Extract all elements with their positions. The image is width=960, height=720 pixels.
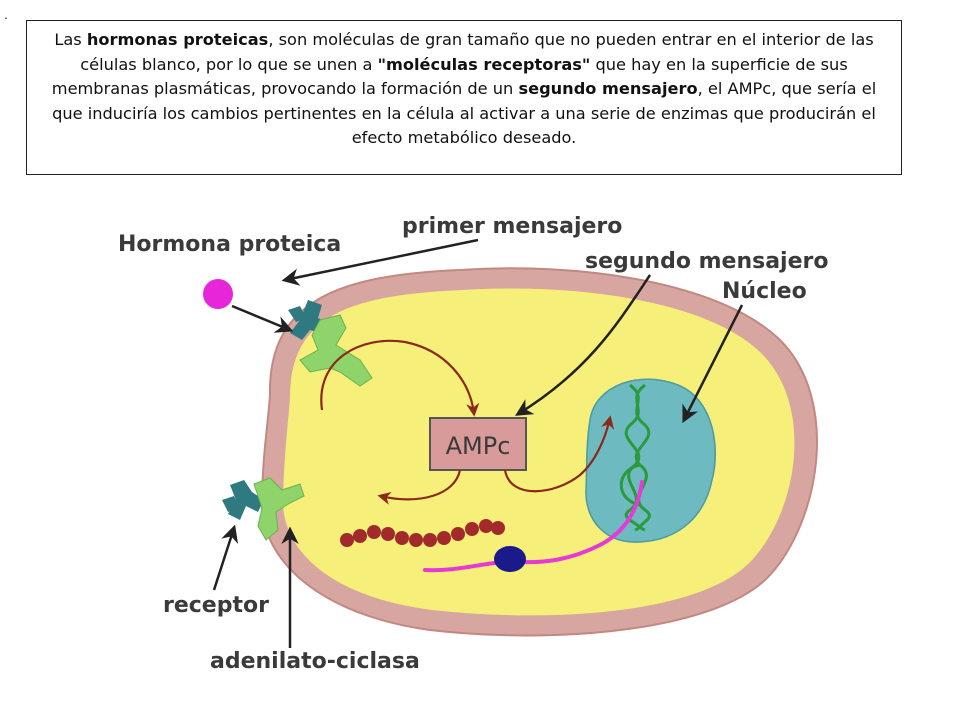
slide-marker: . [4,6,8,22]
upper-adenylate-cyclase [299,314,373,387]
enzyme-chain [340,519,505,547]
lower-adenylate-cyclase [253,477,305,541]
arrow-nucleo [682,304,744,424]
label-segundo-mensajero: segundo mensajero [585,249,828,274]
arrow-segundo-mensajero [515,274,652,416]
intro-text-4: , el AMPc, que sería el que induciría lo… [52,79,877,148]
pathway-arrow-ampc-to-nucleus [503,415,615,493]
arrow-receptor [212,524,239,591]
hormone-molecule [203,279,233,309]
label-adenilato-ciclasa: adenilato-ciclasa [210,649,420,674]
label-hormona-proteica: Hormona proteica [118,232,341,257]
intro-text-1: Las [54,30,87,49]
ribosome [494,546,526,572]
dna-helix [619,383,651,532]
ampc-box [429,417,527,471]
lower-receptor [222,480,264,520]
intro-text-3: que hay en la superficie de sus membrana… [51,54,848,99]
cell-diagram: AMPc Hormona proteica primer mensajero s… [118,214,828,674]
label-nucleo: Núcleo [722,279,807,304]
label-primer-mensajero: primer mensajero [402,214,622,239]
arrow-hormone-to-receptor [231,304,294,333]
mrna-strand [423,480,644,573]
intro-bold-receptoras: "moléculas receptoras" [377,54,591,74]
pathway-arrow-receptor-to-ampc [320,339,480,417]
intro-bold-segundo: segundo mensajero [518,79,698,99]
arrow-primer-mensajero [281,238,479,286]
ampc-label: AMPc [446,432,511,460]
intro-text-2: , son moléculas de gran tamaño que no pu… [80,30,874,74]
cell-cytoplasm [282,288,795,616]
label-receptor: receptor [163,593,269,618]
pathway-arrow-ampc-to-enzyme [377,469,462,505]
intro-bold-hormonas: hormonas proteicas [86,30,269,49]
intro-text-box: Las hormonas proteicas, son moléculas de… [26,20,902,175]
